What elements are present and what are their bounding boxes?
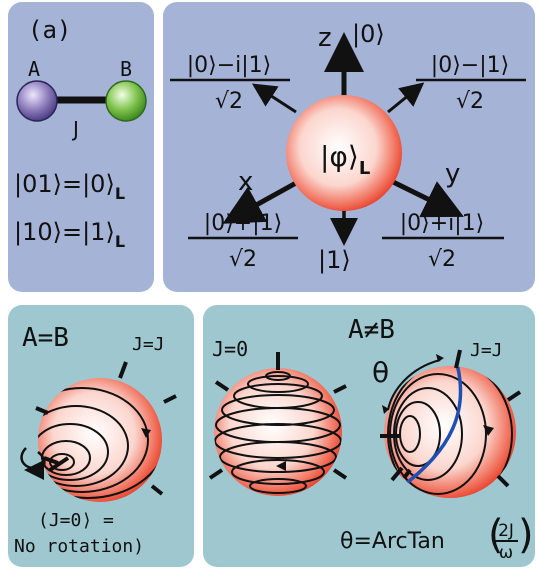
theta-arc-arrowheads [382, 354, 444, 414]
x-axis-arrow [222, 175, 307, 224]
upper-left-numerator: |0⟩−i|1⟩ [187, 53, 272, 78]
y-axis-arrow [383, 175, 464, 218]
rotation-arrow-icon [24, 451, 46, 480]
top-state-label: |0⟩ [352, 20, 385, 48]
coupling-label: J [71, 117, 79, 141]
theta-label: θ [372, 356, 389, 389]
formula-prefix: θ=ArcTan [340, 529, 445, 554]
formula-close-paren: ) [518, 512, 534, 558]
mapping-one: |10⟩=|1⟩L [14, 218, 125, 251]
state-label: |φ⟩L [320, 140, 370, 179]
unequal-left-coupling-label: J=0 [212, 337, 248, 361]
equal-coupling-label: J=J [132, 334, 165, 355]
node-b-label: B [120, 57, 132, 81]
panel-a-label: (a) [28, 16, 71, 44]
panel-a-background [8, 2, 154, 292]
upper-right-denominator: √2 [456, 89, 484, 114]
node-a-label: A [28, 57, 40, 81]
equal-note-line1: (J=0⟩ = [38, 510, 114, 531]
precession-sphere-middle [214, 368, 342, 496]
lower-right-denominator: √2 [428, 247, 456, 272]
bottom-state-label: |1⟩ [318, 246, 351, 274]
upper-right-numerator: |0⟩−|1⟩ [431, 53, 509, 78]
rotation-circle-icon [20, 447, 39, 470]
theta-arc [387, 359, 441, 411]
equal-title: A=B [22, 323, 69, 353]
x-axis-label: x [238, 167, 253, 197]
right-sphere-ticks [380, 349, 522, 488]
lower-left-numerator: |0⟩+|1⟩ [204, 211, 282, 236]
minus-x-arrow [387, 82, 425, 114]
equal-note-line2: No rotation) [14, 536, 144, 557]
z-axis-label: z [318, 23, 332, 53]
formula-open-paren: ( [488, 512, 504, 558]
formula-numerator: 2J [498, 521, 514, 541]
node-a-sphere [16, 80, 58, 122]
left-sphere-ticks [35, 361, 177, 496]
lower-left-denominator: √2 [229, 247, 257, 272]
unequal-title: A≠B [348, 315, 395, 345]
node-b-sphere [105, 80, 147, 122]
bloch-sphere [286, 95, 402, 211]
mapping-zero: |01⟩=|0⟩L [14, 170, 125, 203]
unequal-right-coupling-label: J=J [470, 340, 503, 361]
formula-denominator: ω [499, 543, 513, 563]
lower-right-numerator: |0⟩+i|1⟩ [400, 211, 485, 236]
minus-y-arrow [251, 83, 297, 114]
middle-sphere-ticks [208, 352, 348, 480]
tilted-axis-arc [398, 366, 463, 490]
y-axis-label: y [445, 159, 460, 189]
precession-sphere-left [38, 378, 162, 502]
upper-left-denominator: √2 [215, 89, 243, 114]
